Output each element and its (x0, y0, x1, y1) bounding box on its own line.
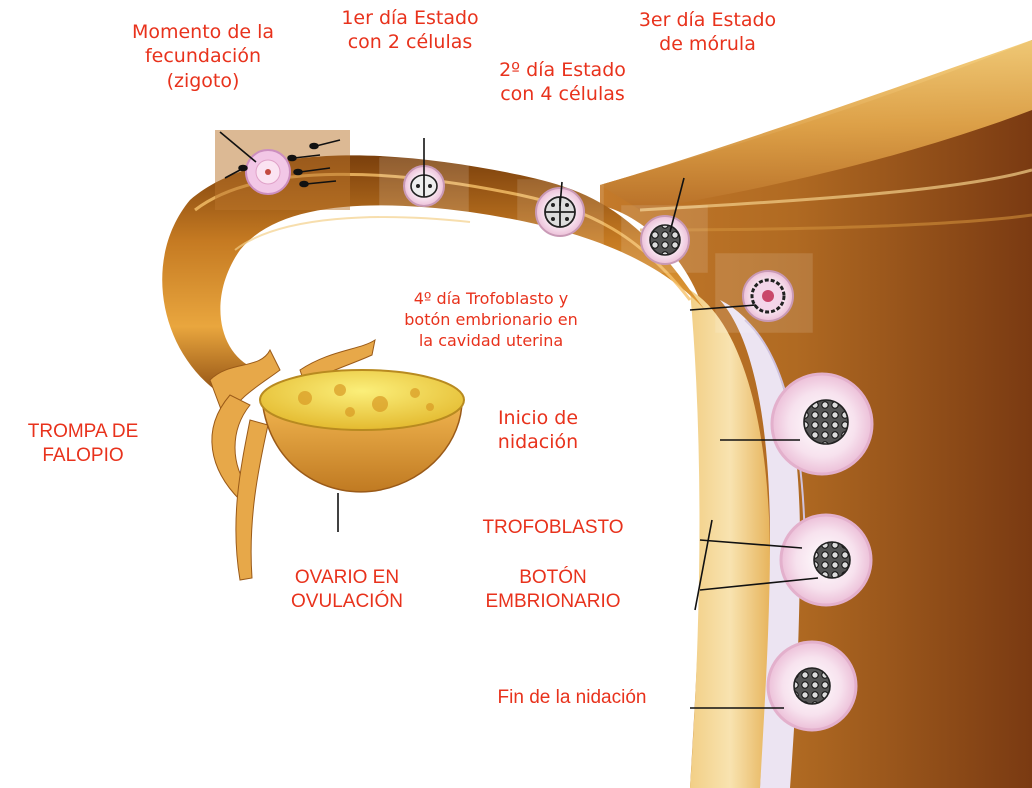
zygote (215, 130, 350, 210)
uterus-fundus (600, 40, 1032, 210)
ovary (259, 369, 465, 431)
uterine-wall (690, 290, 770, 788)
label-embryonic-button: BOTÓN EMBRIONARIO (485, 567, 621, 613)
implantation-end-embryo (766, 640, 858, 732)
label-zygote: Momento de la fecundación (zigoto) (131, 21, 275, 92)
blastocyst-embryo (715, 253, 813, 333)
leader-lines (219, 131, 819, 709)
label-day1: 1er día Estado con 2 células (341, 7, 479, 54)
morula-embryo (621, 205, 708, 273)
label-implantation-start: Inicio de nidación (497, 407, 579, 454)
label-day3: 3er día Estado de mórula (638, 9, 777, 56)
label-trophoblast: TROFOBLASTO (482, 517, 624, 538)
label-fallopian-tube: TROMPA DE FALOPIO (27, 421, 139, 467)
label-day2: 2º día Estado con 4 células (499, 59, 626, 106)
four-cell-embryo (517, 179, 604, 249)
label-day4: 4º día Trofoblasto y botón embrionario e… (404, 289, 578, 351)
implantation-start-embryo (770, 372, 874, 476)
label-implantation-end: Fin de la nidación (497, 687, 647, 708)
two-cell-embryo (379, 157, 469, 217)
implantation-mid-embryo (779, 513, 873, 607)
label-ovary: OVARIO EN OVULACIÓN (291, 567, 403, 613)
